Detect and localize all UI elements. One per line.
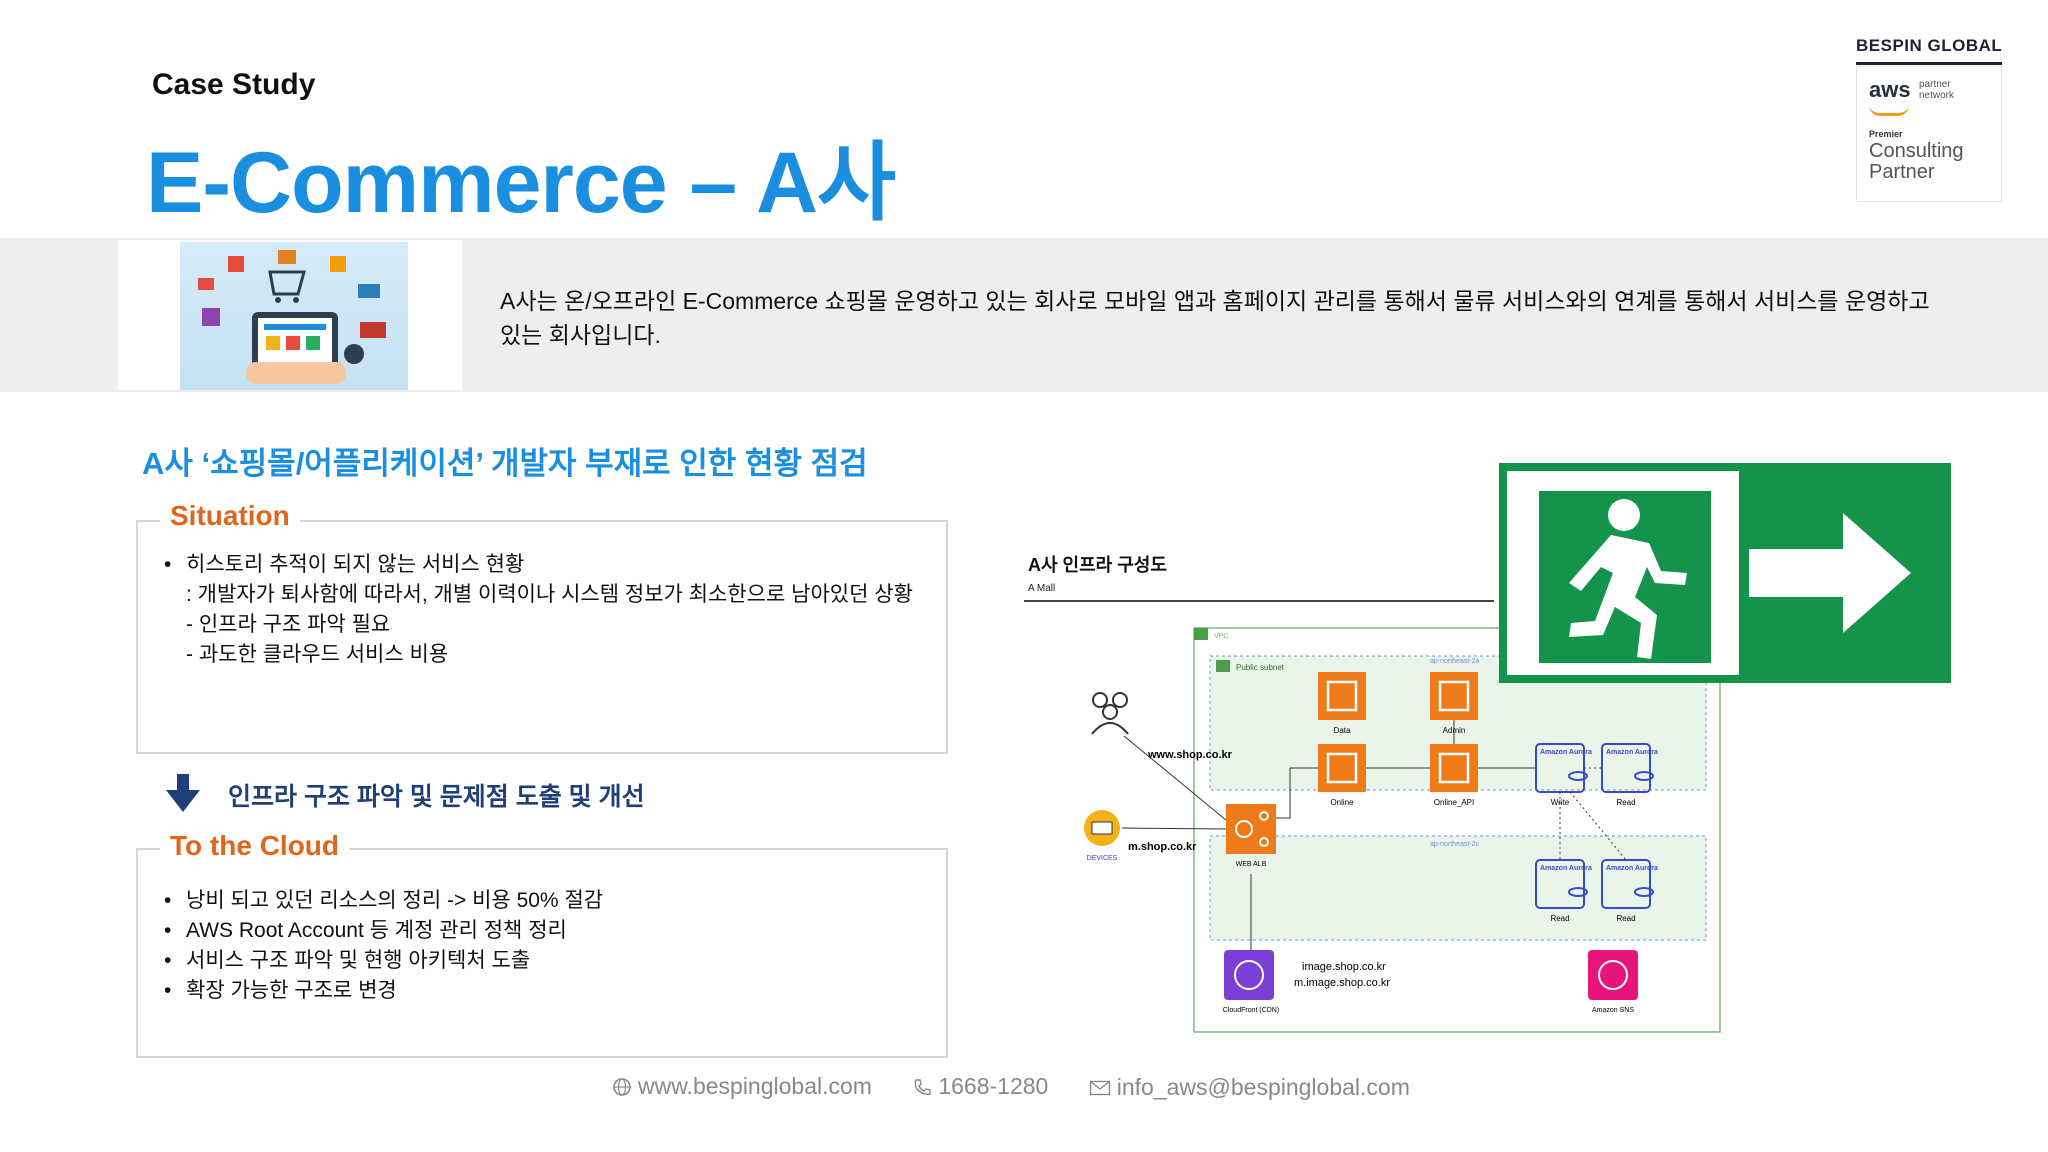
phone-icon: [914, 1078, 932, 1095]
footer-contacts: www.bespinglobal.com 1668-1280 info_aws@…: [612, 1073, 1444, 1103]
cdn-domain-label: image.shop.co.kr: [1302, 961, 1386, 973]
online-api-label: Online_API: [1434, 798, 1474, 807]
aurora-read-icon: [1601, 743, 1654, 793]
brand-logo-text: BESPIN GLOBAL: [1856, 36, 2003, 55]
connector-lines: [1121, 720, 1536, 950]
phone-text: 1668-1280: [938, 1073, 1049, 1099]
list-item: • 낭비 되고 있던 리소스의 정리 -> 비용 50% 절감: [164, 886, 603, 916]
bullet-icon: •: [164, 889, 172, 912]
diagram-divider: [1024, 600, 1494, 602]
aurora-label: Amazon Aurora: [1540, 865, 1592, 872]
situation-label: Situation: [160, 500, 300, 532]
ec2-data-icon: [1318, 672, 1366, 720]
exit-sign-icon: [1499, 463, 1951, 683]
bullet-icon: •: [164, 979, 172, 1002]
list-item-text: : 개발자가 퇴사함에 따라서, 개별 이력이나 시스템 정보가 최소한으로 남…: [186, 583, 913, 606]
list-item: - 인프라 구조 파악 필요: [164, 610, 913, 640]
diagram-subtitle: A Mall: [1028, 583, 1056, 594]
ecommerce-illustration: [118, 240, 462, 390]
alb-label: WEB ALB: [1236, 861, 1267, 868]
aurora-label: Amazon Aurora: [1540, 749, 1592, 756]
az-c-label: ap-northeast-2c: [1430, 841, 1480, 848]
eyebrow-label: Case Study: [152, 68, 316, 101]
improvement-heading: 인프라 구조 파악 및 문제점 도출 및 개선: [228, 783, 645, 811]
list-item-text: - 인프라 구조 파악 필요: [186, 613, 391, 636]
aws-partner-badge: aws partner network Premier Consulting P…: [1856, 66, 2002, 202]
vpc-icon: [1194, 628, 1208, 640]
list-item: • 히스토리 추적이 되지 않는 서비스 현황: [164, 550, 913, 580]
online-label: Online: [1330, 798, 1354, 807]
data-label: Data: [1334, 726, 1351, 735]
ec2-online-api-icon: [1430, 744, 1478, 792]
situation-list: • 히스토리 추적이 되지 않는 서비스 현황 : 개발자가 퇴사함에 따라서, …: [164, 550, 913, 670]
partner-type: Consulting Partner: [1869, 140, 1964, 183]
list-item: : 개발자가 퇴사함에 따라서, 개별 이력이나 시스템 정보가 최소한으로 남…: [164, 580, 913, 610]
list-item-text: - 과도한 클라우드 서비스 비용: [186, 643, 449, 666]
cloudfront-label: CloudFront (CDN): [1223, 1007, 1279, 1014]
az-c-box: [1209, 835, 1707, 941]
website-text: www.bespinglobal.com: [638, 1073, 872, 1099]
devices-icon: [1084, 810, 1120, 846]
diagram-title: A사 인프라 구성도: [1028, 555, 1167, 575]
devices-label: DEVICES: [1087, 855, 1118, 862]
vpc-label: VPC: [1214, 633, 1228, 640]
list-item-text: 확장 가능한 구조로 변경: [186, 979, 397, 1002]
vpc-boundary: [1193, 627, 1721, 1033]
alb-icon: [1226, 804, 1276, 854]
mshop-domain-label: m.shop.co.kr: [1128, 841, 1197, 853]
mail-icon: [1089, 1080, 1110, 1095]
list-item-text: AWS Root Account 등 계정 관리 정책 정리: [186, 919, 567, 942]
sns-label: Amazon SNS: [1592, 1007, 1634, 1014]
aurora-label: Amazon Aurora: [1606, 865, 1658, 872]
bullet-icon: •: [164, 949, 172, 972]
footer-email[interactable]: info_aws@bespinglobal.com: [1089, 1074, 1410, 1101]
intro-description: A사는 온/오프라인 E-Commerce 쇼핑몰 운영하고 있는 회사로 모바…: [500, 288, 1930, 348]
list-item-text: 서비스 구조 파악 및 현행 아키텍처 도출: [186, 949, 531, 972]
read-label: Read: [1616, 798, 1635, 807]
aurora-label: Amazon Aurora: [1606, 749, 1658, 756]
cloudfront-icon: [1224, 950, 1274, 1000]
read-label: Read: [1616, 914, 1635, 923]
cloud-list: • 낭비 되고 있던 리소스의 정리 -> 비용 50% 절감 • AWS Root…: [164, 886, 603, 1006]
partner-tier: Premier: [1869, 129, 1903, 139]
footer-website[interactable]: www.bespinglobal.com: [612, 1073, 872, 1100]
arrow-down-icon: [166, 774, 200, 812]
cdn-domain-label: m.image.shop.co.kr: [1294, 977, 1390, 989]
aws-logo-text: aws: [1869, 77, 1911, 102]
list-item: • 서비스 구조 파악 및 현행 아키텍처 도출: [164, 946, 603, 976]
ec2-admin-icon: [1430, 672, 1478, 720]
users-icon: [1091, 692, 1129, 735]
public-subnet-label: Public subnet: [1236, 663, 1285, 672]
page-title: E-Commerce – A사: [146, 135, 896, 231]
bullet-icon: •: [164, 919, 172, 942]
brand-divider: [1856, 62, 2002, 65]
section-heading: A사 ‘쇼핑몰/어플리케이션’ 개발자 부재로 인한 현황 점검: [142, 446, 868, 481]
aurora-read-icon: [1535, 859, 1588, 909]
list-item: • 확장 가능한 구조로 변경: [164, 976, 603, 1006]
az-a-label: ap-northeast-2a: [1430, 658, 1480, 665]
footer-phone[interactable]: 1668-1280: [912, 1073, 1048, 1100]
www-domain-label: www.shop.co.kr: [1147, 749, 1233, 761]
ecommerce-illustration-art: [180, 242, 408, 390]
aws-smile-icon: [1869, 105, 1909, 116]
ec2-online-icon: [1318, 744, 1366, 792]
architecture-diagram: VPC Public subnet ap-northeast-2a ap-nor…: [1084, 627, 1721, 1033]
globe-icon: [613, 1077, 631, 1096]
aurora-read-icon: [1601, 859, 1654, 909]
list-item: • AWS Root Account 등 계정 관리 정책 정리: [164, 916, 603, 946]
list-item-text: 히스토리 추적이 되지 않는 서비스 현황: [186, 553, 525, 576]
subnet-icon: [1216, 660, 1230, 672]
cloud-panel: [136, 848, 948, 1058]
partner-network-label: partner network: [1919, 79, 1955, 101]
cloud-label: To the Cloud: [160, 830, 349, 862]
replication-lines: [1559, 767, 1627, 861]
read-label: Read: [1550, 914, 1569, 923]
bullet-icon: •: [164, 553, 172, 576]
email-text: info_aws@bespinglobal.com: [1116, 1074, 1410, 1100]
list-item-text: 낭비 되고 있던 리소스의 정리 -> 비용 50% 절감: [186, 889, 604, 912]
list-item: - 과도한 클라우드 서비스 비용: [164, 640, 913, 670]
situation-panel: [136, 520, 948, 754]
sns-icon: [1588, 950, 1638, 1000]
